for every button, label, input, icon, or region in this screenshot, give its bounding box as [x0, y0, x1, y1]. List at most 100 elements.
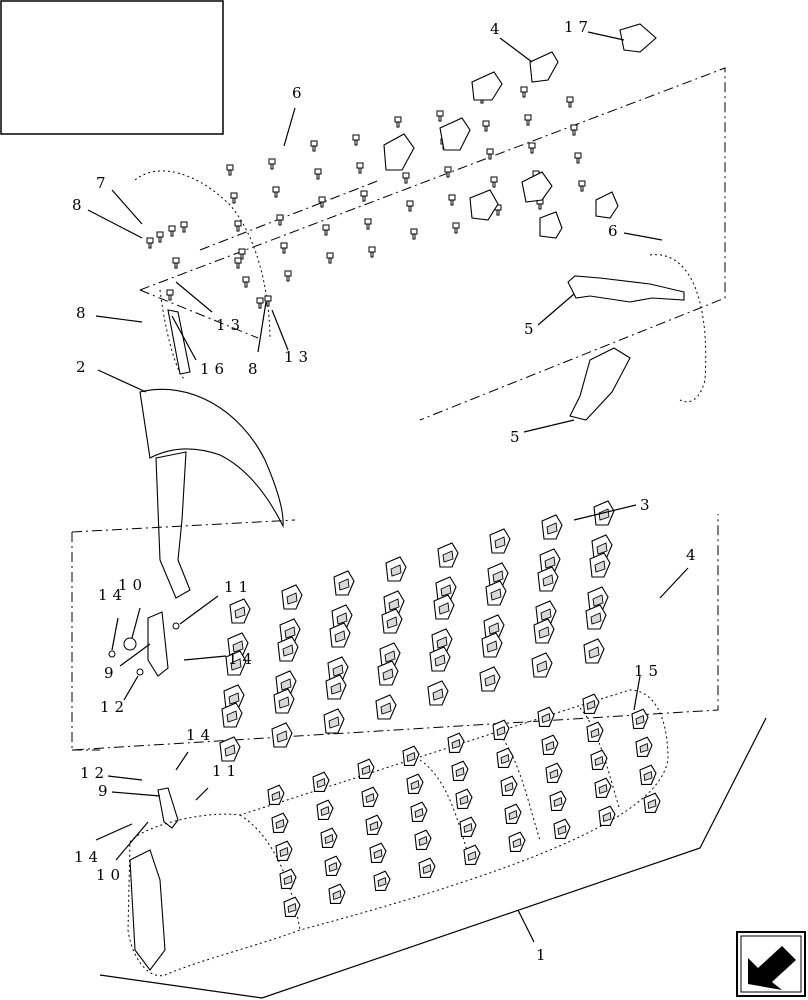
callout-14-b: 14 — [228, 650, 257, 668]
bolt — [574, 152, 582, 164]
knife-face — [226, 710, 238, 723]
knife-face — [484, 674, 496, 687]
knife-face — [643, 770, 653, 781]
bolt — [276, 214, 284, 226]
bolt — [168, 225, 176, 237]
bolt — [172, 257, 180, 269]
callout-8-a: 8 — [72, 196, 87, 214]
knife-face — [284, 626, 296, 639]
bolt — [314, 168, 322, 180]
callout-1: 1 — [536, 946, 551, 964]
knife-face — [549, 768, 559, 779]
knife-face — [455, 766, 465, 777]
callout-14-d: 14 — [74, 848, 103, 866]
callout-13-b: 13 — [284, 348, 313, 366]
bolt — [322, 224, 330, 236]
upper-rotor-outline — [134, 170, 707, 403]
callout-12-b: 12 — [80, 764, 109, 782]
knife-face — [540, 608, 552, 621]
knife-face — [545, 740, 555, 751]
knife-face — [594, 755, 604, 766]
knife-face — [557, 824, 567, 835]
bolt-11 — [172, 622, 180, 630]
bolt — [268, 158, 276, 170]
knife-face — [542, 574, 554, 587]
knife-face — [271, 790, 281, 801]
knife-face — [432, 688, 444, 701]
knife-face — [384, 650, 396, 663]
knife-face — [422, 863, 432, 874]
knife-face — [553, 796, 563, 807]
knife-face — [382, 668, 394, 681]
knife-face — [488, 622, 500, 635]
knife-face — [279, 846, 289, 857]
shield-2 — [139, 388, 284, 599]
knife-face — [588, 646, 600, 659]
knife-face — [414, 807, 424, 818]
callout-17: 17 — [564, 18, 593, 36]
upper-knife-set — [383, 23, 657, 239]
knife-face — [234, 606, 246, 619]
callout-9-b: 9 — [98, 782, 113, 800]
bolt — [448, 194, 456, 206]
bolt — [482, 120, 490, 132]
knife-face — [451, 738, 461, 749]
bolt — [528, 142, 536, 154]
knife-face — [282, 644, 294, 657]
knife-face — [463, 822, 473, 833]
knife-face — [546, 522, 558, 535]
bolt — [272, 186, 280, 198]
bolt — [238, 248, 246, 260]
knife-face — [418, 835, 428, 846]
callout-4-top: 4 — [490, 20, 505, 38]
bolt — [490, 176, 498, 188]
knife-face — [334, 630, 346, 643]
callout-10-a: 10 — [118, 576, 147, 594]
knife-face — [508, 809, 518, 820]
bolt — [578, 180, 586, 192]
callout-6-top: 6 — [292, 84, 307, 102]
knife-face — [336, 612, 348, 625]
callout-4-right: 4 — [686, 546, 701, 564]
knife-face — [596, 542, 608, 555]
knife-face — [332, 889, 342, 900]
bolt — [180, 221, 188, 233]
bolt — [264, 295, 272, 307]
knife-face — [496, 725, 506, 736]
knife-face — [232, 640, 244, 653]
knife-face — [320, 805, 330, 816]
washer-10 — [123, 637, 137, 651]
leader-lines — [87, 31, 689, 943]
callout-3: 3 — [640, 496, 655, 514]
knife-face — [373, 848, 383, 859]
bolt — [234, 257, 242, 269]
knife-face — [459, 794, 469, 805]
plate-9 — [147, 611, 179, 829]
knife-face — [490, 588, 502, 601]
knife-face — [283, 874, 293, 885]
knife-face — [390, 564, 402, 577]
knife-face — [338, 578, 350, 591]
bolt — [452, 222, 460, 234]
next-page-arrow-icon[interactable] — [736, 931, 806, 997]
support-bracket-5 — [567, 275, 685, 421]
knife-face — [434, 654, 446, 667]
knife-face — [541, 712, 551, 723]
knife-face — [544, 556, 556, 569]
knife-face — [486, 640, 498, 653]
knife-face — [602, 811, 612, 822]
bolt — [406, 200, 414, 212]
knife-face — [228, 692, 240, 705]
callout-16: 16 — [200, 360, 229, 378]
knife-face — [442, 550, 454, 563]
callout-labels: 4 17 6 7 8 8 8 13 13 16 6 5 5 2 3 4 14 1… — [72, 18, 701, 964]
bolt — [284, 270, 292, 282]
bolt — [166, 289, 174, 301]
bar-16 — [167, 309, 191, 375]
bolt — [524, 114, 532, 126]
knife-face — [590, 612, 602, 625]
callout-8-b: 8 — [76, 304, 91, 322]
knife-face — [536, 660, 548, 673]
knife-face — [332, 664, 344, 677]
